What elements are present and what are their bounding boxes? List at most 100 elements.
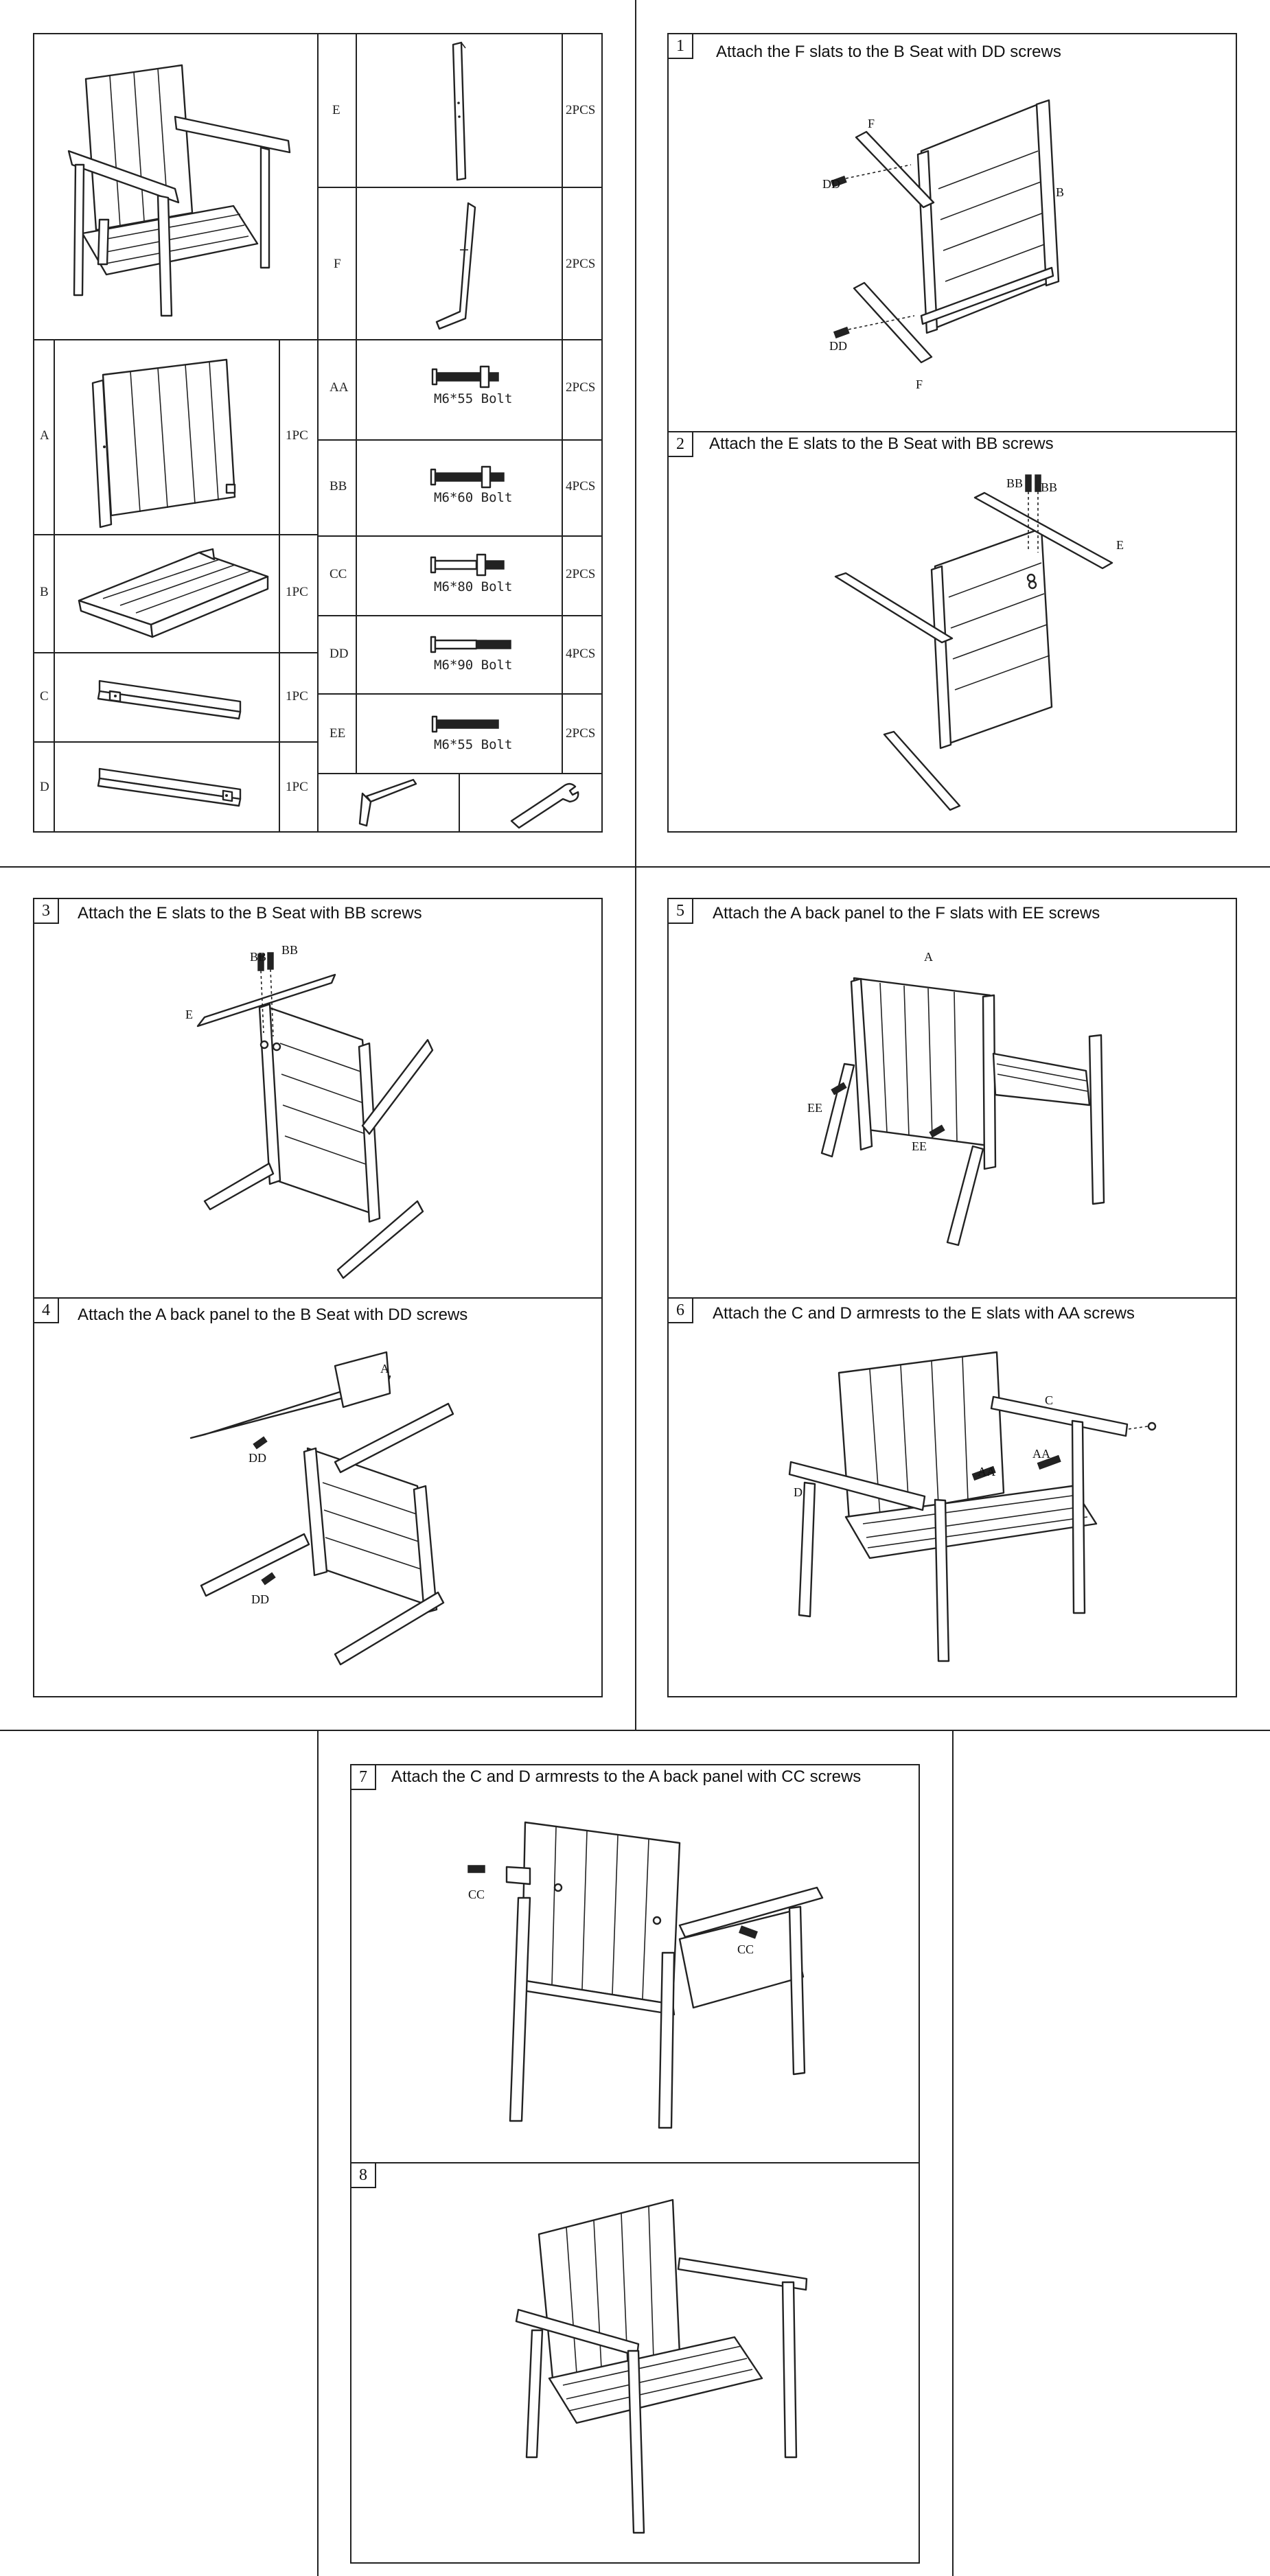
part-b-image-cell [54,534,280,653]
part-d-label-cell: D [33,741,55,833]
hw-aa-image-cell: M6*55 Bolt [356,339,563,441]
assembled-chair-overview [67,64,291,317]
slat-f-qty: 2PCS [566,257,596,271]
hw-aa-qty-cell: 2PCS [562,339,603,441]
step-5-tag-ee-right: EE [912,1139,927,1153]
hw-ee-qty: 2PCS [566,726,596,741]
step-4-tag-dd-top: DD [249,1451,266,1465]
step-3-tag-e: E [185,1008,193,1021]
part-c-qty: 1PC [286,689,308,704]
bolt-aa-icon [431,365,499,388]
part-a-label-cell: A [33,339,55,535]
step-2-tag-bb-right: BB [1041,480,1058,494]
armrest-d-drawing [97,767,242,807]
step-1-tag-b: B [1056,185,1065,199]
hw-bb-qty: 4PCS [566,479,596,494]
hw-cc-id: CC [330,567,347,581]
step-2-illustration [834,474,1113,811]
step-1-number: 1 [667,33,693,59]
step-7-tag-cc-left: CC [468,1888,485,1901]
part-b-qty-cell: 1PC [279,534,319,653]
step-1-tag-dd-bottom: DD [829,339,847,353]
hw-cc-image-cell: M6*80 Bolt [356,535,563,616]
bolt-aa-caption: M6*55 Bolt [434,391,513,406]
slat-f-qty-cell: 2PCS [562,187,603,340]
hw-cc-label-cell: CC [317,535,357,616]
step-7-number: 7 [350,1764,376,1790]
step-1-illustration [830,99,1060,364]
hw-cc-qty: 2PCS [566,567,596,581]
step-1-title: Attach the F slats to the B Seat with DD… [716,43,1061,61]
step-8-number: 8 [350,2162,376,2188]
hw-ee-image-cell: M6*55 Bolt [356,693,563,774]
step-5-illustration [820,977,1105,1246]
step-5-number: 5 [667,898,693,924]
hw-aa-id: AA [330,380,349,395]
part-d-qty: 1PC [286,780,308,794]
back-panel-a-drawing [91,358,236,529]
step-1-tag-f-bottom: F [916,378,923,391]
hw-bb-id: BB [330,479,347,494]
step-2-title: Attach the E slats to the B Seat with BB… [709,434,1054,453]
part-a-image-cell [54,339,280,535]
hw-bb-qty-cell: 4PCS [562,439,603,537]
step-5-tag-a: A [924,950,933,964]
bolt-cc-icon [430,553,505,577]
overview-cell [33,33,319,340]
step-5-6-separator [667,1297,1237,1299]
slat-e-id: E [332,103,340,117]
hw-aa-qty: 2PCS [566,380,596,395]
step-1-tag-dd-top: DD [822,177,840,191]
step-4-tag-a: A [380,1362,389,1376]
armrest-c-drawing [97,680,242,720]
divider-right-bottom [952,1730,954,2576]
bolt-cc-caption: M6*80 Bolt [434,579,513,594]
step-7-8-separator [350,2162,920,2163]
slat-e-drawing [452,41,467,181]
hw-dd-id: DD [330,647,349,661]
step-6-tag-aa-right: AA [1032,1447,1050,1461]
hw-ee-qty-cell: 2PCS [562,693,603,774]
slat-e-qty-cell: 2PCS [562,33,603,188]
hw-dd-image-cell: M6*90 Bolt [356,615,563,695]
slat-f-label-cell: F [317,187,357,340]
step-6-tag-aa-left: AA [978,1465,995,1478]
step-7-illustration [467,1821,824,2129]
bolt-ee-icon [431,715,499,733]
slat-f-id: F [334,257,341,271]
slat-e-image-cell [356,33,563,188]
step-3-illustration [196,952,434,1279]
step-5-tag-ee-left: EE [807,1101,822,1115]
part-d-id: D [40,780,49,794]
slat-f-drawing [435,202,476,330]
hw-bb-image-cell: M6*60 Bolt [356,439,563,537]
step-6-illustration [788,1351,1157,1662]
part-c-qty-cell: 1PC [279,652,319,743]
seat-b-drawing [78,548,269,638]
bolt-dd-icon [430,636,511,653]
part-c-label-cell: C [33,652,55,743]
step-4-tag-dd-bottom: DD [251,1592,269,1606]
step-2-number: 2 [667,431,693,457]
divider-vertical-top [635,0,636,1730]
step-6-tag-c: C [1045,1393,1054,1407]
part-a-qty: 1PC [286,428,308,443]
hw-aa-label-cell: AA [317,339,357,441]
step-3-title: Attach the E slats to the B Seat with BB… [78,904,422,923]
slat-e-qty: 2PCS [566,103,596,117]
bolt-ee-caption: M6*55 Bolt [434,737,513,752]
part-d-qty-cell: 1PC [279,741,319,833]
tool-wrench-cell [459,773,603,833]
divider-horizontal-1 [0,866,1270,868]
step-3-tag-bb-right: BB [281,943,299,957]
step-5-title: Attach the A back panel to the F slats w… [713,904,1100,923]
bolt-bb-caption: M6*60 Bolt [434,490,513,505]
step-1-2-separator [667,431,1237,432]
slat-f-image-cell [356,187,563,340]
part-d-image-cell [54,741,280,833]
divider-horizontal-2 [0,1730,1270,1731]
tool-hex-key-cell [317,773,460,833]
part-a-qty-cell: 1PC [279,339,319,535]
part-b-label-cell: B [33,534,55,653]
step-2-tag-e: E [1116,538,1124,552]
